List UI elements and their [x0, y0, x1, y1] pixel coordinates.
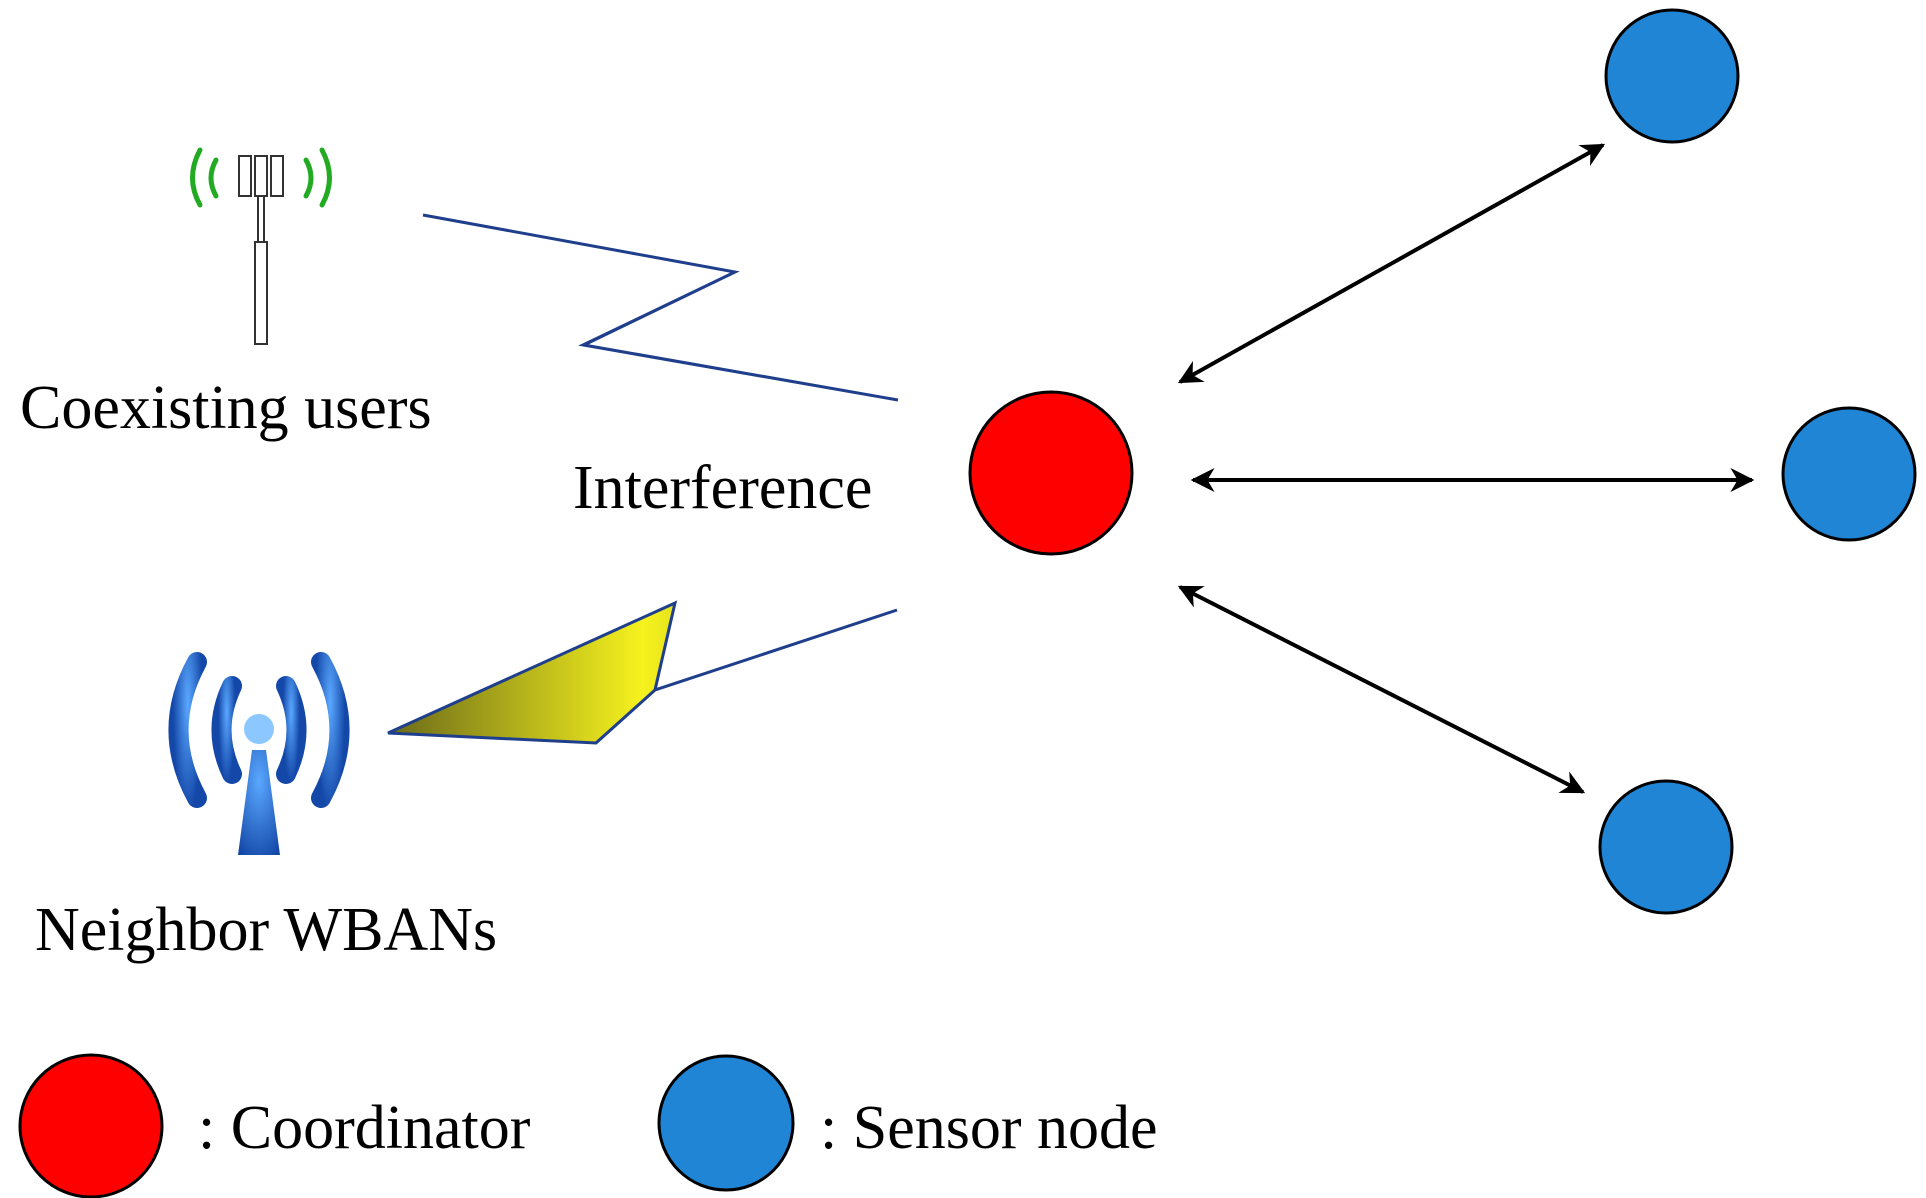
sensor-node-top: [1604, 8, 1740, 144]
link-arrow-top: [1177, 143, 1606, 384]
sensor-node-right: [1781, 406, 1917, 542]
legend-sensor-label: : Sensor node: [820, 1094, 1158, 1162]
interference-bolt-upper: [422, 213, 899, 402]
coordinator-node: [968, 390, 1134, 556]
neighbor-wbans-label: Neighbor WBANs: [35, 896, 497, 964]
interference-label: Interference: [573, 454, 872, 522]
link-arrow-bottom: [1177, 585, 1586, 794]
coexisting-users-label: Coexisting users: [20, 374, 432, 442]
legend: : Coordinator : Sensor node: [18, 1053, 1158, 1198]
wireless-antenna-icon: [168, 652, 350, 855]
cell-tower-icon: [190, 147, 332, 345]
sensor-node-bottom: [1598, 779, 1734, 915]
legend-coordinator-swatch: [18, 1053, 164, 1198]
interference-bolt-lower: [387, 600, 898, 745]
legend-coordinator-label: : Coordinator: [198, 1094, 531, 1162]
legend-sensor-swatch: [657, 1054, 795, 1192]
